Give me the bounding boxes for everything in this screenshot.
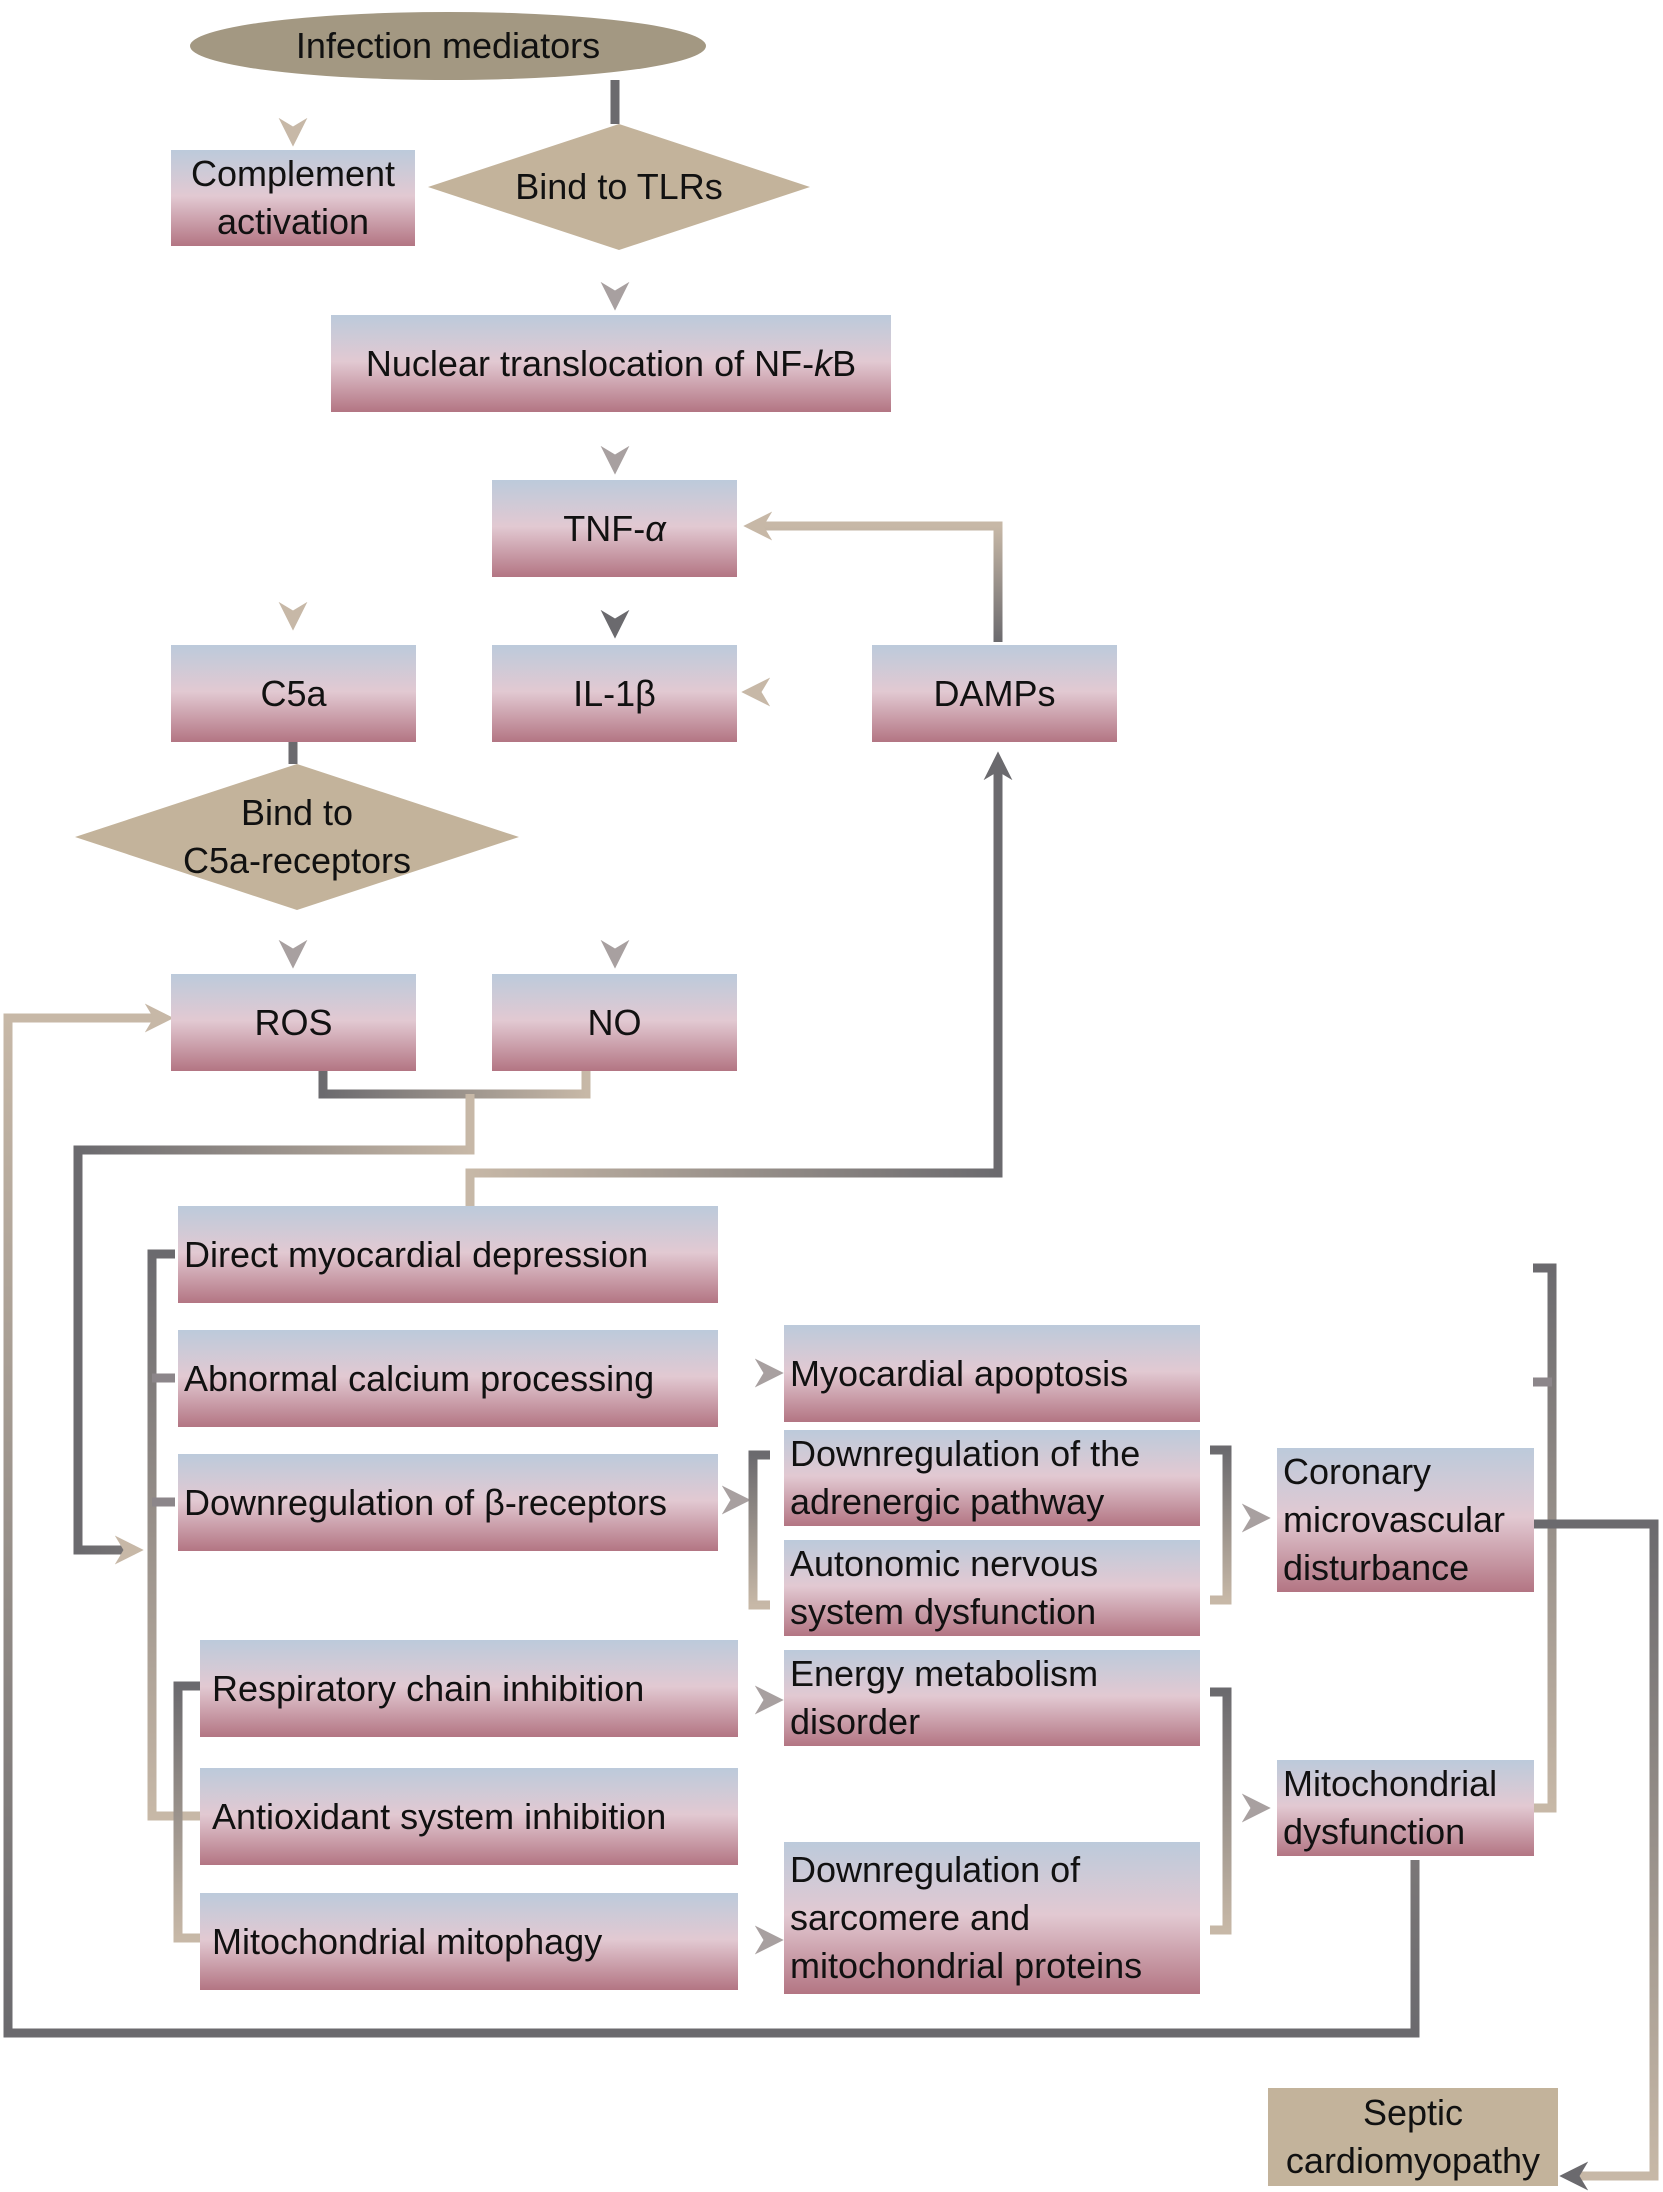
downreg-adrenergic-node: Downregulation of the adrenergic pathway — [784, 1430, 1200, 1526]
direct-myocardial-depression-node: Direct myocardial depression — [178, 1206, 718, 1303]
ros-node: ROS — [171, 974, 416, 1071]
line-merge-down — [73, 1094, 475, 1565]
nfkb-label: Nuclear translocation of NF-kB — [366, 340, 856, 388]
line-ros-no-merge — [318, 1071, 591, 1099]
downreg-beta-label: Downregulation of β-receptors — [184, 1481, 667, 1523]
direct-myocardial-depression-label: Direct myocardial depression — [184, 1233, 649, 1275]
coronary-node: Coronary microvascular disturbance — [1277, 1448, 1534, 1592]
coronary-label: Coronary microvascular disturbance — [1283, 1451, 1506, 1588]
abnormal-calcium-node: Abnormal calcium processing — [178, 1330, 718, 1427]
tnf-prefix: TNF- — [563, 507, 646, 549]
bracket-mito-right — [1210, 1687, 1232, 1935]
infection-mediators-label: Infection mediators — [295, 25, 601, 66]
diamond-shape — [428, 124, 810, 250]
c5a-node: C5a — [171, 645, 416, 742]
bracket-adrenergic-left — [748, 1450, 770, 1610]
bind-c5a-diamond: Bind to C5a-receptors — [75, 764, 519, 910]
arrow-to-septic — [1533, 1519, 1659, 2191]
energy-node: Energy metabolism disorder — [784, 1650, 1200, 1746]
downreg-sarcomere-node: Downregulation of sarcomere and mitochon… — [784, 1842, 1200, 1994]
antioxidant-label: Antioxidant system inhibition — [212, 1795, 667, 1837]
myocardial-apoptosis-node: Myocardial apoptosis — [784, 1325, 1200, 1422]
antioxidant-node: Antioxidant system inhibition — [200, 1768, 738, 1865]
mito-dysfunction-label: Mitochondrial dysfunction — [1283, 1763, 1498, 1852]
complement-activation-label: Complement activation — [190, 153, 396, 242]
mito-dysfunction-node: Mitochondrial dysfunction — [1277, 1760, 1534, 1856]
ros-label: ROS — [254, 1001, 333, 1043]
bracket-sub-left — [173, 1681, 200, 1943]
bind-tlrs-diamond: Bind to TLRs — [428, 124, 810, 250]
tnf-italic: α — [645, 507, 666, 549]
arrow-damps-to-tnf — [743, 511, 1003, 642]
respiratory-node: Respiratory chain inhibition — [200, 1640, 738, 1737]
nfkb-node: Nuclear translocation of NF-kB — [331, 315, 891, 412]
no-label: NO — [587, 1001, 642, 1043]
arrow-depression-to-damps — [465, 751, 1013, 1206]
complement-activation-node: Complement activation — [171, 150, 415, 246]
downreg-adrenergic-label: Downregulation of the adrenergic pathway — [790, 1433, 1141, 1522]
downreg-sarcomere-label: Downregulation of sarcomere and mitochon… — [790, 1849, 1143, 1986]
abnormal-calcium-label: Abnormal calcium processing — [184, 1357, 655, 1399]
il1b-node: IL-1β — [492, 645, 737, 742]
respiratory-label: Respiratory chain inhibition — [212, 1667, 645, 1709]
mitophagy-node: Mitochondrial mitophagy — [200, 1893, 738, 1990]
autonomic-node: Autonomic nervous system dysfunction — [784, 1540, 1200, 1636]
il1b-label: IL-1β — [573, 672, 656, 714]
tnf-alpha-label: TNF-α — [563, 505, 666, 553]
diamond-shape — [75, 764, 519, 910]
arrow-mito-feedback-to-ros — [3, 1003, 1420, 2038]
c5a-label: C5a — [260, 672, 327, 714]
bind-tlrs-label: Bind to TLRs — [515, 166, 723, 208]
septic-cardiomyopathy-label: Septic cardiomyopathy — [1285, 2092, 1541, 2181]
nfkb-prefix: Nuclear translocation of NF- — [365, 342, 815, 384]
energy-label: Energy metabolism disorder — [790, 1653, 1099, 1742]
autonomic-label: Autonomic nervous system dysfunction — [790, 1543, 1099, 1632]
downreg-beta-node: Downregulation of β-receptors — [178, 1454, 718, 1551]
bracket-right-outer — [1533, 1263, 1557, 1813]
damps-label: DAMPs — [933, 672, 1056, 714]
mitophagy-label: Mitochondrial mitophagy — [212, 1920, 603, 1962]
damps-node: DAMPs — [872, 645, 1117, 742]
nfkb-italic: k — [814, 342, 833, 384]
myocardial-apoptosis-label: Myocardial apoptosis — [790, 1352, 1129, 1394]
bind-c5a-label: Bind to C5a-receptors — [182, 792, 412, 881]
nfkb-suffix: B — [832, 342, 857, 384]
infection-mediators-node: Infection mediators — [190, 12, 706, 80]
tnf-alpha-node: TNF-α — [492, 480, 737, 577]
septic-cardiomyopathy-node: Septic cardiomyopathy — [1268, 2088, 1558, 2186]
bracket-adrenergic-right — [1210, 1445, 1232, 1605]
no-node: NO — [492, 974, 737, 1071]
